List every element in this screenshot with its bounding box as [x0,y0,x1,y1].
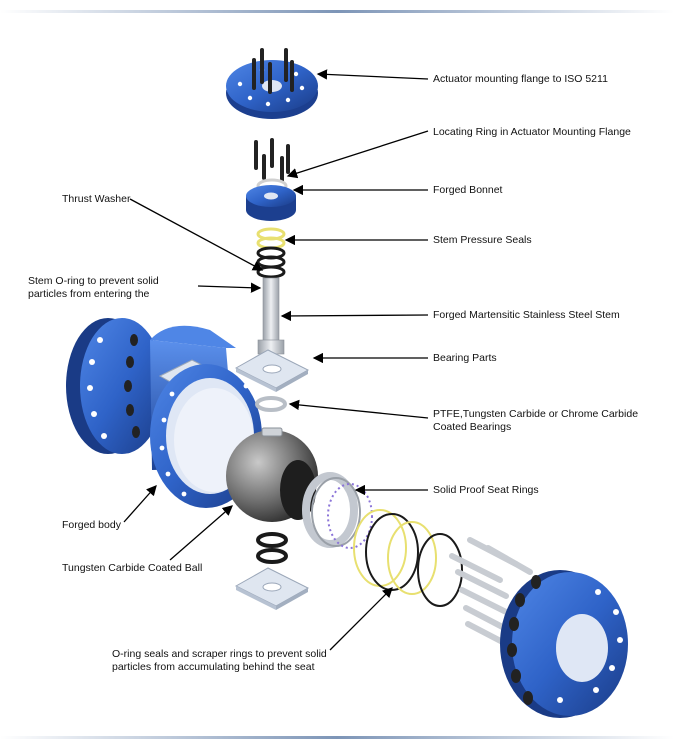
label-seat-rings: Solid Proof Seat Rings [433,484,539,496]
label-forged-bonnet: Forged Bonnet [433,184,503,196]
label-forged-body: Forged body [62,519,121,531]
end-flange-right [500,570,628,718]
label-actuator-flange: Actuator mounting flange to ISO 5211 [433,73,608,85]
label-stem-pressure-seals: Stem Pressure Seals [433,234,532,246]
label-ball: Tungsten Carbide Coated Ball [62,562,203,574]
forged-bonnet [246,185,296,221]
lower-bearing-parts [234,532,310,610]
label-locating-ring: Locating Ring in Actuator Mounting Flang… [433,126,631,138]
top-frame-line [0,10,674,13]
label-oring-seals: O-ring seals and scraper rings to preven… [112,648,327,673]
actuator-flange [226,48,318,119]
coated-bearing-ring [255,396,287,412]
forged-body [66,318,262,508]
seat-orings [353,509,463,607]
label-bearing-parts: Bearing Parts [433,352,497,364]
bearing-plate-top [234,349,310,392]
label-stem: Forged Martensitic Stainless Steel Stem [433,309,620,321]
locating-ring-bolts [254,138,290,182]
stem-pressure-seals [256,227,286,279]
leader-lines [123,69,429,651]
seat-ring [302,472,373,549]
label-thrust-washer: Thrust Washer [62,193,131,205]
label-stem-oring: Stem O-ring to prevent solid particles f… [28,275,159,300]
bottom-frame-line [0,736,674,739]
stem [257,277,285,355]
label-coated-bearings: PTFE,Tungsten Carbide or Chrome Carbide … [433,408,639,433]
